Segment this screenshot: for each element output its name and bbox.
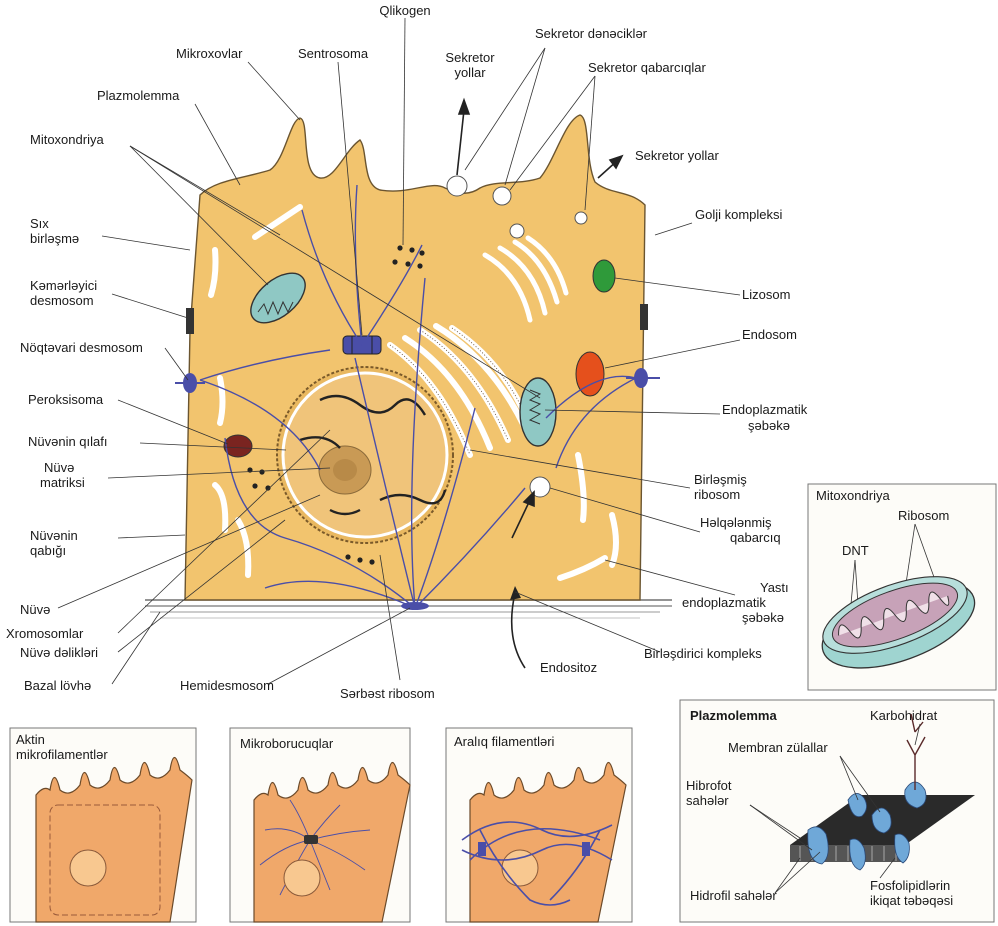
label-birlesdirici: Birləşdirici kompleks <box>644 646 762 661</box>
label-xromosomlar: Xromosomlar <box>6 626 84 641</box>
plasma-membrane-inset: Plazmolemma Karbohidrat Membran zülallar… <box>680 700 994 922</box>
label-lizosom: Lizosom <box>742 287 790 302</box>
label-serbest-ribosom: Sərbəst ribosom <box>340 686 435 701</box>
label-sentrosoma: Sentrosoma <box>298 46 369 61</box>
main-cell <box>145 100 672 668</box>
inset-hidrofil: Hidrofil sahələr <box>690 888 777 903</box>
inset-mito-ribosom: Ribosom <box>898 508 949 523</box>
label-hemidesmosom: Hemidesmosom <box>180 678 274 693</box>
peroxisome <box>224 435 252 457</box>
nucleus <box>284 860 320 896</box>
lysosome <box>593 260 615 292</box>
label-nuve-qilafi: Nüvənin qılafı <box>28 434 108 449</box>
hemidesmosome <box>401 602 429 610</box>
panel-intermediate-filaments: Aralıq filamentləri <box>446 728 632 922</box>
label-bazal-lovhe: Bazal lövhə <box>24 678 91 693</box>
mitochondrion-inset: Mitoxondriya Ribosom DNT <box>808 484 996 690</box>
label-plazmolemma: Plazmolemma <box>97 88 180 103</box>
panel-microtubules: Mikroborucuqlar <box>230 728 410 922</box>
inset-membran: Membran zülallar <box>728 740 828 755</box>
endocytosis-arrow <box>512 593 525 668</box>
label-sekretor-qabarciqlar: Sekretor qabarcıqlar <box>588 60 706 75</box>
label-golji: Golji kompleksi <box>695 207 783 222</box>
inset-karbohidrat: Karbohidrat <box>870 708 938 723</box>
panel-microtubules-title: Mikroborucuqlar <box>240 736 334 751</box>
label-mitoxondriya: Mitoxondriya <box>30 132 104 147</box>
nucleus <box>502 850 538 886</box>
label-nuve-delikleri: Nüvə dəlikləri <box>20 645 98 660</box>
label-noqtevari-desmosom: Nöqtəvari desmosom <box>20 340 143 355</box>
label-endosom: Endosom <box>742 327 797 342</box>
label-sekretor-yollar-right: Sekretor yollar <box>635 148 719 163</box>
inset-membrane-title: Plazmolemma <box>690 708 777 723</box>
label-sekretor-denecikler: Sekretor dənəciklər <box>535 26 648 41</box>
label-mikroxovlar: Mikroxovlar <box>176 46 243 61</box>
inset-mito-dnt: DNT <box>842 543 869 558</box>
mitochondrion <box>520 378 556 446</box>
label-qlikogen: Qlikogen <box>379 3 430 18</box>
nucleus <box>70 850 106 886</box>
panel-intermediate-title: Aralıq filamentləri <box>454 734 555 749</box>
inset-mito-title: Mitoxondriya <box>816 488 890 503</box>
label-nuve: Nüvə <box>20 602 50 617</box>
label-peroksisoma: Peroksisoma <box>28 392 104 407</box>
label-endositoz: Endositoz <box>540 660 597 675</box>
